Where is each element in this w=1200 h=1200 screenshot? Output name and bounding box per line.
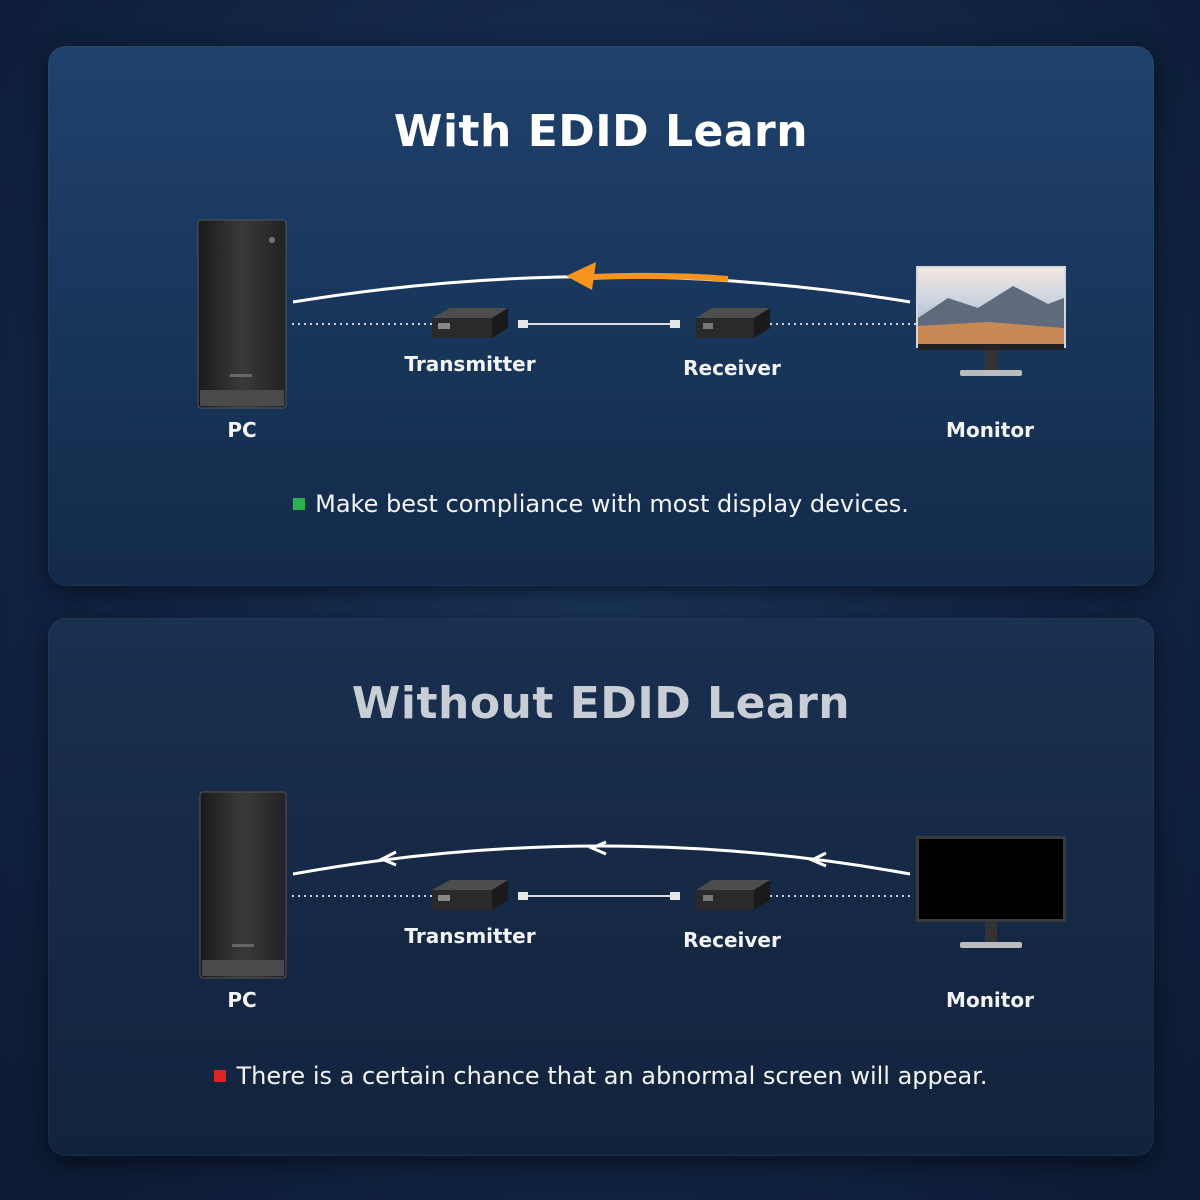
edid-return-line <box>292 844 911 876</box>
monitor-label: Monitor <box>946 418 1034 442</box>
with-edid-panel: With EDID Learn <box>48 46 1154 586</box>
receiver-label: Receiver <box>683 928 781 952</box>
pc-label: PC <box>227 418 257 442</box>
chevron-left-icon <box>378 850 397 867</box>
chevron-left-icon <box>588 840 607 856</box>
red-square-icon <box>214 1070 227 1082</box>
with-edid-diagram <box>197 219 1066 409</box>
pc-tower <box>197 219 287 409</box>
green-square-icon <box>293 498 306 510</box>
orange-arrow-icon <box>566 262 596 290</box>
monitor-black-screen <box>916 836 1066 948</box>
transmitter-device <box>432 880 508 910</box>
transmitter-label: Transmitter <box>404 924 536 948</box>
without-edid-title: Without EDID Learn <box>351 678 851 729</box>
without-edid-diagram <box>199 791 1066 979</box>
with-edid-note: Make best compliance with most display d… <box>48 490 1154 518</box>
monitor-label: Monitor <box>946 988 1034 1012</box>
with-edid-note-text: Make best compliance with most display d… <box>315 490 909 518</box>
chevron-left-icon <box>808 851 827 868</box>
pc-label: PC <box>227 988 257 1012</box>
without-edid-panel: Without EDID Learn <box>48 618 1154 1156</box>
transmitter-device <box>432 308 508 338</box>
pc-tower <box>199 791 287 979</box>
monitor-landscape <box>916 266 1066 376</box>
without-edid-note: There is a certain chance that an abnorm… <box>48 1062 1154 1090</box>
without-edid-note-text: There is a certain chance that an abnorm… <box>236 1062 988 1090</box>
receiver-device <box>696 308 770 338</box>
receiver-label: Receiver <box>683 356 781 380</box>
transmitter-label: Transmitter <box>404 352 536 376</box>
receiver-device <box>696 880 770 910</box>
edid-return-line <box>292 275 911 304</box>
with-edid-title: With EDID Learn <box>393 106 809 157</box>
